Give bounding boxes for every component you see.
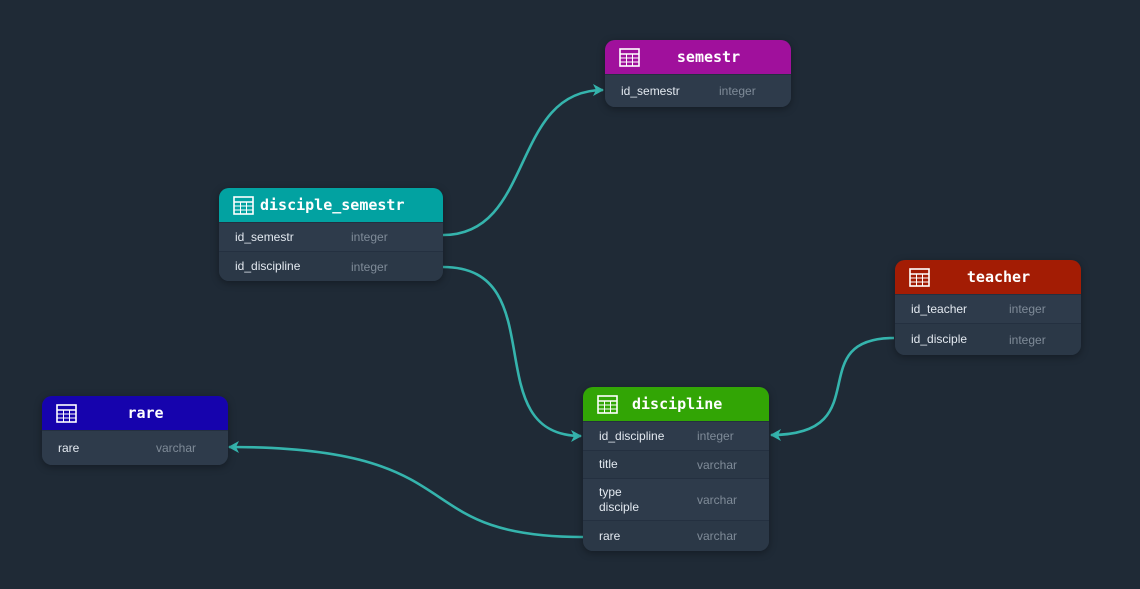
column-name: id_semestr xyxy=(621,83,680,98)
table-header-teacher[interactable]: teacher xyxy=(895,260,1081,294)
table-column-row[interactable]: id_semestr integer xyxy=(219,222,443,251)
edge-disciple-semestr-to-semestr xyxy=(442,84,604,237)
table-icon xyxy=(597,394,618,414)
column-name: id_disciple xyxy=(911,332,968,346)
column-type: integer xyxy=(351,230,388,244)
table-header-disciple-semestr[interactable]: disciple_semestr xyxy=(219,188,443,222)
table-semestr[interactable]: semestr id_semestr integer xyxy=(605,40,791,107)
table-header-discipline[interactable]: discipline xyxy=(583,387,769,421)
column-name: title xyxy=(599,457,618,471)
column-type: varchar xyxy=(156,441,197,455)
table-icon xyxy=(56,403,77,423)
table-column-row[interactable]: id_discipline integer xyxy=(583,421,769,450)
table-column-row[interactable]: type disciple varchar xyxy=(583,478,769,520)
table-column-row[interactable]: id_disciple integer xyxy=(895,323,1081,355)
column-name: id_discipline xyxy=(235,259,301,273)
column-name: type disciple xyxy=(599,484,640,514)
column-name: id_teacher xyxy=(911,301,968,316)
table-title: discipline xyxy=(632,395,723,413)
column-type: varchar xyxy=(697,492,738,507)
column-type: varchar xyxy=(697,457,738,472)
table-teacher[interactable]: teacher id_teacher integer id_disciple i… xyxy=(895,260,1081,355)
table-column-row[interactable]: rare varchar xyxy=(583,520,769,551)
table-icon xyxy=(233,195,254,215)
column-type: integer xyxy=(1009,302,1046,316)
table-rare[interactable]: rare rare varchar xyxy=(42,396,228,465)
column-name: rare xyxy=(58,440,80,455)
column-name: rare xyxy=(599,528,621,543)
table-disciple-semestr[interactable]: disciple_semestr id_semestr integer id_d… xyxy=(219,188,443,281)
table-column-row[interactable]: id_teacher integer xyxy=(895,294,1081,323)
table-discipline[interactable]: discipline id_discipline integer title v… xyxy=(583,387,769,551)
table-header-semestr[interactable]: semestr xyxy=(605,40,791,74)
column-type: varchar xyxy=(697,529,738,543)
table-icon xyxy=(619,47,640,67)
table-title: rare xyxy=(127,404,164,422)
table-column-row[interactable]: rare varchar xyxy=(42,430,228,465)
column-type: integer xyxy=(719,84,756,98)
table-column-row[interactable]: id_semestr integer xyxy=(605,74,791,107)
table-column-row[interactable]: title varchar xyxy=(583,450,769,478)
column-type: integer xyxy=(1009,332,1046,347)
edge-teacher-to-discipline xyxy=(770,336,895,441)
column-type: integer xyxy=(697,429,734,443)
column-name: id_discipline xyxy=(599,428,665,443)
table-title: teacher xyxy=(966,268,1031,286)
table-header-rare[interactable]: rare xyxy=(42,396,228,430)
table-column-row[interactable]: id_discipline integer xyxy=(219,251,443,281)
edge-disciple-semestr-to-discipline xyxy=(442,265,582,442)
column-type: integer xyxy=(351,259,388,274)
column-name: id_semestr xyxy=(235,229,294,244)
table-title: semestr xyxy=(676,48,741,66)
table-title: disciple_semestr xyxy=(260,196,405,214)
edge-discipline-to-rare xyxy=(228,441,584,539)
table-icon xyxy=(909,267,930,287)
